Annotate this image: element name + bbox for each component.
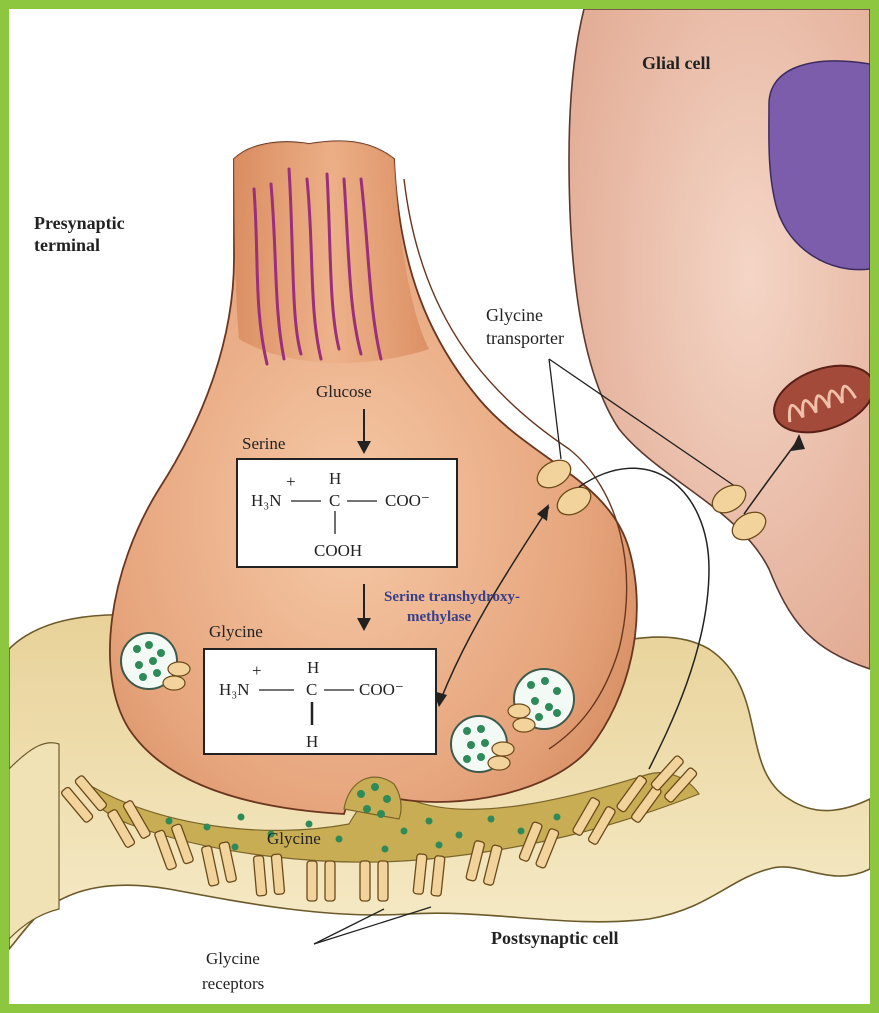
serine-bottom-group: COOH: [314, 541, 362, 560]
presynaptic-label-line2: terminal: [34, 235, 100, 255]
glycine-amine: H₃N: [219, 680, 249, 699]
glycine-receptors-label-line1: Glycine: [206, 949, 260, 968]
glycine-structure: + H₃N H C COO⁻ H: [204, 649, 436, 754]
serine-top-h: H: [329, 469, 341, 488]
diagram-frame: + H₃N H C COO⁻ COOH + H₃N H C COO⁻ H: [9, 9, 870, 1004]
serine-amine: H₃N: [251, 491, 281, 510]
enzyme-label-line2: methylase: [407, 609, 471, 625]
cleft-glycine-label: Glycine: [267, 829, 321, 848]
glycine-label: Glycine: [209, 622, 263, 641]
glycine-charge: +: [252, 661, 262, 680]
glycine-carboxylate: COO⁻: [359, 680, 404, 699]
serine-structure: + H₃N H C COO⁻ COOH: [237, 459, 457, 567]
glycine-transporter-label-line2: transporter: [486, 328, 564, 348]
glycine-transporter-label-line1: Glycine: [486, 305, 543, 325]
glycine-top-h: H: [307, 658, 319, 677]
glycine-bottom-group: H: [306, 732, 318, 751]
glycine-receptors-label-line2: receptors: [202, 974, 264, 993]
glycine-synapse-diagram: + H₃N H C COO⁻ COOH + H₃N H C COO⁻ H: [9, 9, 870, 1004]
enzyme-label-line1: Serine transhydroxy-: [384, 589, 520, 605]
presynaptic-label-line1: Presynaptic: [34, 213, 125, 233]
serine-label: Serine: [242, 434, 285, 453]
glucose-label: Glucose: [316, 382, 372, 401]
glycine-center: C: [306, 680, 317, 699]
glial-cell-label: Glial cell: [642, 53, 710, 73]
serine-center: C: [329, 491, 340, 510]
postsynaptic-cell-label: Postsynaptic cell: [491, 928, 619, 948]
serine-charge: +: [286, 472, 296, 491]
serine-carboxylate: COO⁻: [385, 491, 430, 510]
